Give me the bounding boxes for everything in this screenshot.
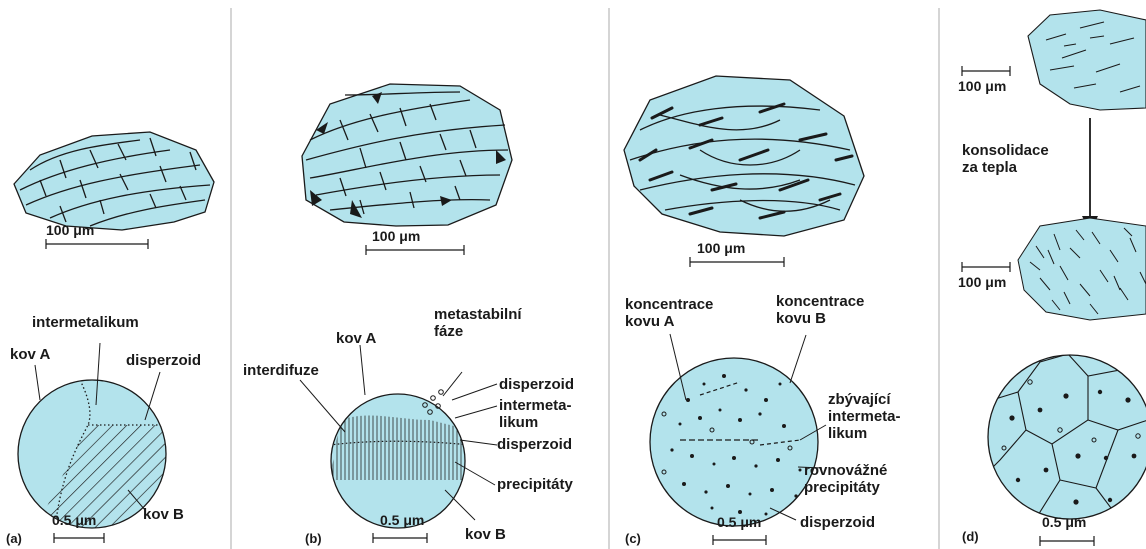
panel-d-particle-bottom [1018, 218, 1146, 320]
panel-c-label-zbyvajici-intermetalikum: zbývající intermeta- likum [828, 391, 901, 442]
panel-c-scale-bottom [713, 535, 766, 545]
panel-c-circle [650, 358, 818, 526]
panel-d-label-konsolidace: konsolidace za tepla [962, 142, 1049, 176]
panel-b-label-precipitaty: precipitáty [497, 476, 573, 493]
panel-a-particle [14, 132, 214, 230]
panel-c-particle [624, 76, 864, 236]
panel-d-particle-top [1028, 10, 1146, 110]
panel-a-scale-bottom [54, 533, 104, 543]
panel-d-scale-mid-label: 100 μm [958, 274, 1006, 291]
panel-b-circle [330, 390, 470, 528]
panel-c-label-disperzoid: disperzoid [800, 514, 875, 531]
panel-b-label-interdifuze: interdifuze [243, 362, 319, 379]
panel-d-scale-bottom [1040, 536, 1094, 546]
panel-d-arrow [1082, 118, 1098, 232]
panel-b-particle [302, 84, 512, 226]
panel-c-scale-top-label: 100 μm [697, 240, 745, 257]
panel-a-label-intermetalikum: intermetalikum [32, 314, 139, 331]
panel-a-scale-top [46, 239, 148, 249]
panel-b-label-intermetalikum: intermeta- likum [499, 397, 572, 431]
panel-c-label-koncentrace-kovu-b: koncentrace kovu B [776, 293, 864, 327]
panel-c-scale-top [690, 257, 784, 267]
panel-c-label-rovnovazne-precipitaty: rovnovážné precipitáty [804, 462, 887, 496]
panel-b-label-metastabilni-faze: metastabilní fáze [434, 306, 522, 340]
panel-b-scale-top [366, 245, 464, 255]
panel-d-tag: (d) [962, 528, 979, 545]
panel-b-label-disperzoid-2: disperzoid [497, 436, 572, 453]
panel-b-scale-top-label: 100 μm [372, 228, 420, 245]
panel-a-scale-top-label: 100 μm [46, 222, 94, 239]
panel-d-scale-mid [962, 262, 1010, 272]
panel-c-scale-bottom-label: 0.5 μm [717, 514, 761, 531]
panel-a-label-kov-a: kov A [10, 346, 50, 363]
panel-a-scale-bottom-label: 0.5 μm [52, 512, 96, 529]
panel-b-label-kov-a: kov A [336, 330, 376, 347]
panel-b-scale-bottom [373, 533, 427, 543]
panel-a-label-disperzoid: disperzoid [126, 352, 201, 369]
panel-d-scale-top [962, 66, 1010, 76]
panel-b-scale-bottom-label: 0.5 μm [380, 512, 424, 529]
panel-c-label-koncentrace-kovu-a: koncentrace kovu A [625, 296, 713, 330]
panel-b-tag: (b) [305, 530, 322, 547]
panel-a-tag: (a) [6, 530, 22, 547]
panel-d-scale-top-label: 100 μm [958, 78, 1006, 95]
panel-c-tag: (c) [625, 530, 641, 547]
panel-b-label-disperzoid-1: disperzoid [499, 376, 574, 393]
panel-b-label-kov-b: kov B [465, 526, 506, 543]
panel-a-label-kov-b: kov B [143, 506, 184, 523]
panel-d-scale-bottom-label: 0.5 μm [1042, 514, 1086, 531]
panel-d-circle [988, 340, 1146, 530]
